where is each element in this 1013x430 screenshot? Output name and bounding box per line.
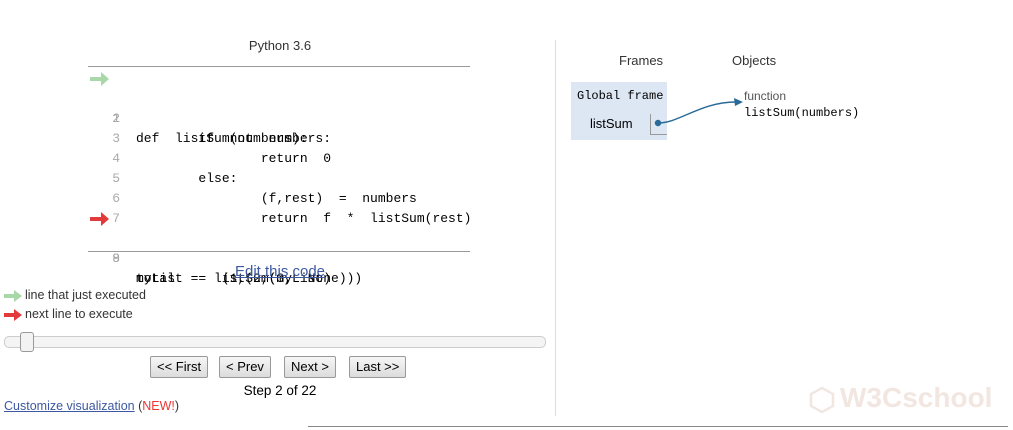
- code-text: if not numbers:: [136, 131, 332, 146]
- object-signature: listSum(numbers): [744, 106, 860, 120]
- code-line: 4 else:: [88, 129, 470, 186]
- customize-open-paren: (: [134, 399, 143, 413]
- right-arrow-icon: [4, 308, 22, 321]
- w3cschool-logo-icon: [809, 386, 835, 414]
- first-button[interactable]: << First: [150, 356, 209, 378]
- code-line: 5 (f,rest) = numbers: [88, 149, 470, 206]
- code-line: 3 return 0: [88, 109, 470, 166]
- line-number: 5: [112, 171, 120, 186]
- step-counter: Step 2 of 22: [243, 383, 317, 398]
- global-frame-box: [571, 82, 667, 140]
- panel-divider: [555, 40, 556, 416]
- line-number: 7: [112, 211, 120, 226]
- customize-visualization-link[interactable]: Customize visualization: [4, 399, 135, 413]
- code-line: 9 total = listSum(myList): [88, 229, 470, 286]
- variable-value-cell: [650, 114, 667, 135]
- legend-next-label: next line to execute: [25, 307, 133, 321]
- global-frame-title: Global frame: [577, 89, 664, 103]
- bottom-rule: [308, 426, 1008, 427]
- executed-arrow-icon: [90, 72, 109, 86]
- legend-executed-label: line that just executed: [25, 288, 146, 302]
- code-text: (f,rest) = numbers: [136, 191, 417, 206]
- line-number: 3: [112, 131, 120, 146]
- line-number: 2: [112, 111, 120, 126]
- pointer-arrow: [654, 98, 743, 127]
- pointer-curve: [657, 101, 737, 124]
- next-button[interactable]: Next >: [284, 356, 336, 378]
- object-type: function: [744, 89, 787, 103]
- line-number: 1: [112, 111, 120, 126]
- code-line: 1 def listSum(numbers):: [88, 69, 470, 146]
- line-number: 4: [112, 151, 120, 166]
- code-line: 7: [88, 189, 470, 226]
- variable-name: listSum: [590, 116, 633, 131]
- step-slider-handle[interactable]: [20, 332, 34, 352]
- last-button[interactable]: Last >>: [349, 356, 407, 378]
- step-slider-track[interactable]: [4, 336, 546, 348]
- line-number: 8: [112, 251, 120, 266]
- edit-code-link[interactable]: Edit this code: [234, 263, 326, 280]
- code-line: 2 if not numbers:: [88, 89, 470, 146]
- language-label: Python 3.6: [248, 38, 312, 53]
- code-text: else:: [136, 171, 238, 186]
- legend-executed: line that just executed: [4, 288, 146, 302]
- code-listing: 1 def listSum(numbers): 2 if not numbers…: [88, 66, 471, 286]
- prev-button[interactable]: < Prev: [219, 356, 271, 378]
- code-line: 6 return f * listSum(rest): [88, 169, 471, 226]
- code-text: myList = (1,(2,(3, None))): [136, 271, 363, 286]
- legend-next: next line to execute: [4, 307, 133, 321]
- code-text: def listSum(numbers):: [136, 131, 308, 146]
- new-badge: NEW!: [142, 399, 175, 413]
- customize-close-paren: ): [174, 399, 180, 413]
- line-number: 6: [112, 191, 120, 206]
- code-text: total = listSum(myList): [136, 271, 332, 286]
- code-text: return 0: [136, 151, 332, 166]
- right-arrow-icon: [4, 289, 22, 302]
- customize-row: Customize visualization (NEW!): [4, 399, 179, 413]
- objects-header: Objects: [732, 53, 777, 68]
- pointer-head: [734, 98, 743, 106]
- next-arrow-icon: [90, 212, 109, 226]
- code-line: 8 myList = (1,(2,(3, None))): [88, 209, 470, 286]
- watermark: W3Cschool: [840, 382, 993, 413]
- frames-header: Frames: [619, 53, 664, 68]
- code-text: return f * listSum(rest): [136, 211, 472, 226]
- line-number: 9: [112, 251, 120, 266]
